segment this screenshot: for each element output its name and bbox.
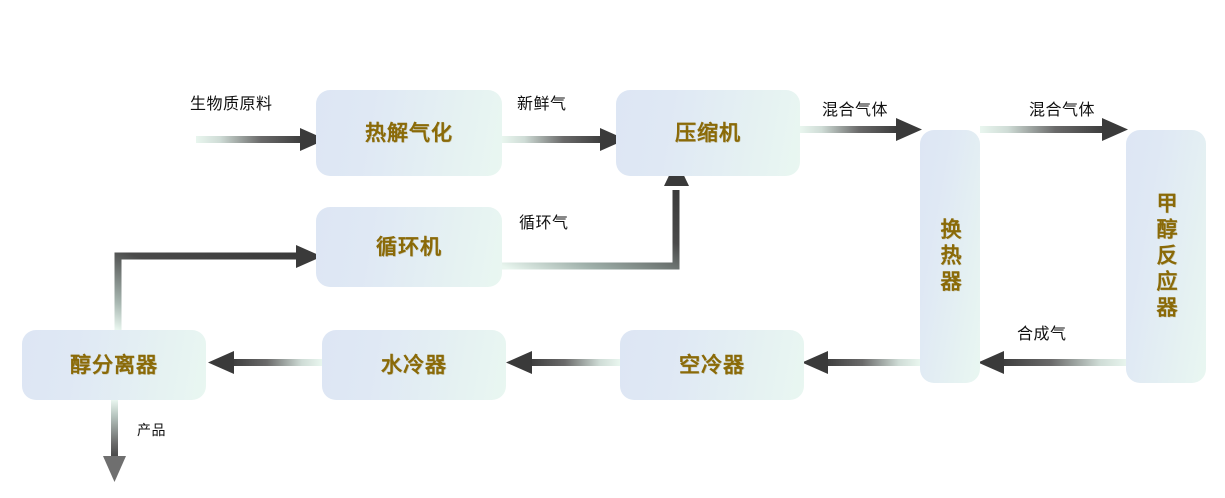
stream-label-feed: 生物质原料: [190, 94, 273, 113]
stream-arrow-air2water: [506, 351, 620, 374]
stream-arrow-syngas: [978, 351, 1128, 374]
stream-label-product: 产品: [137, 423, 166, 439]
node-compressor[interactable]: 压缩机: [616, 90, 800, 176]
stream-label-syngas: 合成气: [1017, 324, 1067, 343]
node-water-cooler[interactable]: 水冷器: [322, 330, 506, 400]
stream-label-recyclegas: 循环气: [519, 213, 569, 232]
node-alcohol-separator-label: 醇分离器: [70, 352, 158, 377]
node-heat-exchanger[interactable]: 换热器: [920, 130, 980, 383]
stream-arrow-mixgas1: [800, 118, 922, 141]
node-air-cooler-label: 空冷器: [679, 352, 745, 377]
stream-arrow-product: [103, 400, 126, 482]
node-methanol-reactor-label: 甲醇反应器: [1154, 191, 1179, 322]
stream-label-mixgas1: 混合气体: [822, 100, 889, 119]
node-alcohol-separator[interactable]: 醇分离器: [22, 330, 206, 400]
node-water-cooler-label: 水冷器: [381, 352, 447, 377]
node-compressor-label: 压缩机: [675, 120, 741, 145]
stream-arrow-mixgas2: [980, 118, 1128, 141]
stream-label-mixgas2: 混合气体: [1029, 100, 1096, 119]
node-pyrolysis-label: 热解气化: [365, 120, 453, 145]
node-circulator-label: 循环机: [376, 234, 442, 259]
node-circulator[interactable]: 循环机: [316, 207, 502, 287]
node-heat-exchanger-label: 换热器: [938, 217, 963, 296]
stream-label-freshgas: 新鲜气: [517, 94, 567, 113]
node-pyrolysis[interactable]: 热解气化: [316, 90, 502, 176]
stream-arrow-tocooler: [802, 351, 920, 374]
node-air-cooler[interactable]: 空冷器: [620, 330, 804, 400]
stream-arrow-water2sep: [208, 351, 322, 374]
stream-arrow-sep2circ: [114, 245, 322, 330]
node-methanol-reactor[interactable]: 甲醇反应器: [1126, 130, 1206, 383]
stream-arrow-feed: [196, 128, 326, 151]
stream-arrow-freshgas: [502, 128, 626, 151]
